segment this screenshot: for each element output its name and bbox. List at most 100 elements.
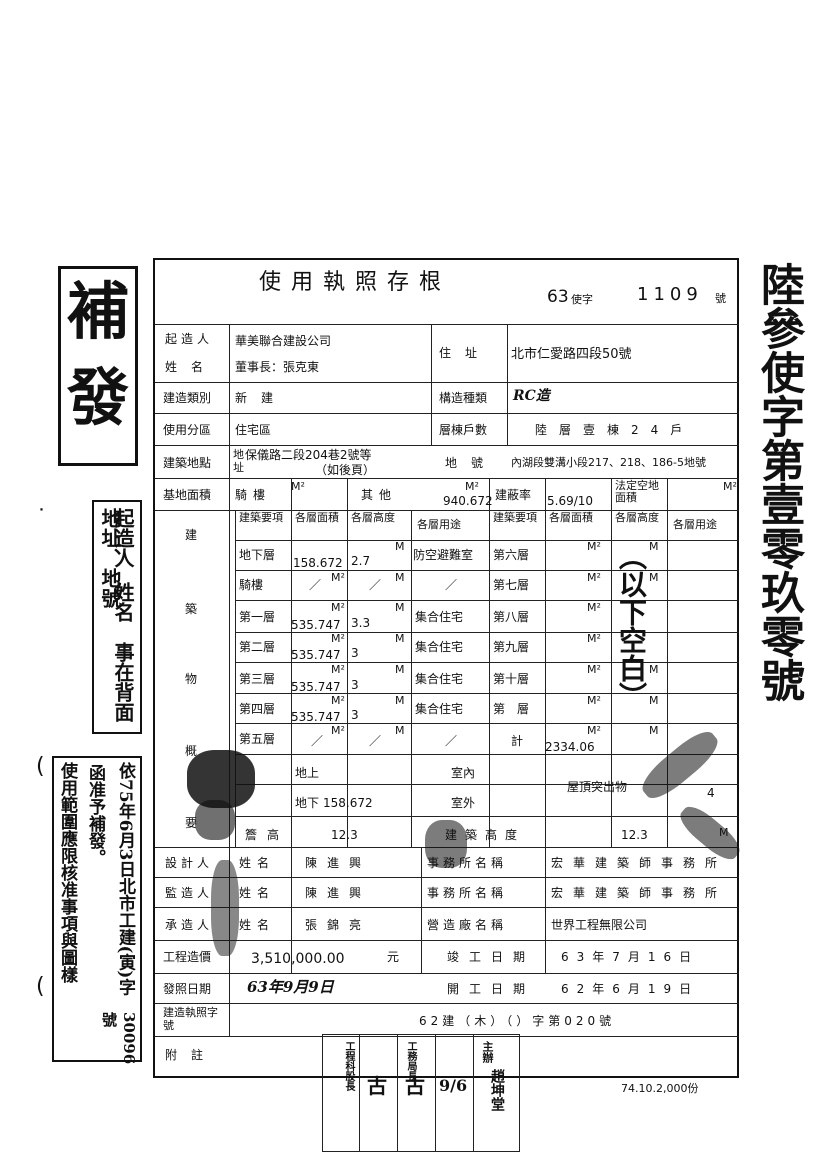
header-use-2: 各層用途 [673,518,717,531]
row-6-name: 第五層 [239,732,276,746]
designer-role: 設計人 [165,856,214,870]
handwritten-blank-note: （以下空白） [615,542,648,710]
permit-number: 1109 [637,284,703,305]
side-note-2-col2: 函准予補發。 [85,764,105,866]
unit-m-4: M [395,663,405,676]
row-5-name2: 第 層 [493,702,530,716]
seal-sign-g: 趙坤堂 [489,1069,505,1111]
unit-m2-4b: M² [587,663,601,676]
header-height-2: 各層高度 [615,511,659,524]
supervisor-firm: 宏華建築師事務所 [551,886,728,900]
seal-label-b: 工務局長 [405,1041,416,1081]
builder-label: 起造人 [165,332,214,346]
permit-prefix: 63 [547,287,569,307]
side-note-1-col2: 地址、地號 [98,508,122,608]
header-item-2: 建築要項 [493,511,537,524]
other-unit: M² [465,480,479,493]
site-address-note: （如後頁） [315,463,376,477]
row-2-area: 535.747 [291,618,341,632]
row-3-use: 集合住宅 [415,640,464,654]
row-5-area: 535.747 [291,710,341,724]
arcade-label: 騎樓 [235,488,272,502]
lot-label: 地號 [445,456,498,470]
eaves-value: 12.3 [331,828,358,842]
right-margin-note: 陸參使字第壹零玖零號 [753,262,804,702]
roof-value: 4 [707,786,715,800]
site-label: 建築地點 [163,456,212,470]
cost-label: 工程造價 [163,950,212,964]
builder-label-2: 姓名 [165,360,218,374]
side-note-1-col1c: 事在背面 [111,642,135,722]
side-note-box-2: 依75年6月3日北市工建(寅)字 30096號 函准予補發。 使用範圍應限核准事… [52,756,142,1064]
unit-m2-2b: M² [587,601,601,614]
row-5-use: 集合住宅 [415,702,464,716]
contractor-firm-label: 營造廠名稱 [427,918,508,932]
row-2-name2: 第八層 [493,610,530,624]
unit-m2-3b: M² [587,632,601,645]
supervisor-role: 監造人 [165,886,214,900]
row-1-name: 騎樓 [239,578,264,592]
completion-date: 63年7月16日 [561,950,700,964]
roof-label: 屋頂突出物 [567,780,628,794]
row-3-height: 3 [351,646,359,660]
stamp-char-1: 補 [66,275,129,348]
supervisor-name: 陳進興 [305,886,372,900]
category-value: 新建 [235,391,288,405]
builder-company: 華美聯合建設公司 [235,334,332,348]
side-note-1-col1b: 姓名 [111,582,135,622]
unit-m-0: M [395,540,405,553]
unit-m2-1b: M² [587,571,601,584]
building-side-1: 建 [185,528,198,542]
start-date: 62年6月19日 [561,982,700,996]
arcade-unit: M² [291,480,305,493]
cost-unit: 元 [387,950,400,964]
scan-mark: ( [36,974,45,999]
issue-date: 63年9月9日 [247,978,334,996]
unit-m2-5b: M² [587,694,601,707]
unit-m2-6b: M² [587,724,601,737]
total-area: 2334.06 [545,740,595,754]
seal-label-a: 工程科股長 [343,1041,354,1091]
unit-m-2: M [395,601,405,614]
designer-firm: 宏華建築師事務所 [551,856,728,870]
under-value: 158.672 [323,796,373,810]
unit-m-6b: M [649,724,659,737]
row-3-area: 535.747 [291,648,341,662]
building-side-5: 要 [185,816,198,830]
row-5-height: 3 [351,708,359,722]
seal-sign-e: 古 [405,1074,425,1098]
builder-address: 北市仁愛路四段50號 [511,347,632,362]
structure-value: RC造 [513,388,550,404]
print-footer: 74.10.2,000份 [621,1082,699,1095]
legal-space-unit: M² [723,480,737,493]
header-height: 各層高度 [351,511,395,524]
ink-stain [187,750,255,808]
side-note-1-col1: 起造人 [111,508,135,568]
row-1-use: ／ [445,578,458,592]
other-area-value: 940.672 [443,494,493,508]
side-note-2-col3: 使用範圍應限核准事項與圖樣 [57,762,77,983]
header-area: 各層面積 [295,511,339,524]
row-6-name2: 計 [511,734,524,748]
other-label: 其他 [361,488,398,502]
unit-m2-2: M² [331,601,345,614]
unit-m-6: M [395,724,405,737]
ink-stain [195,800,235,840]
legal-space-label: 法定空地面積 [615,479,659,504]
row-3-name: 第二層 [239,640,276,654]
contractor-role: 承造人 [165,918,214,932]
row-1-height: ／ [369,578,382,592]
row-6-area: ／ [311,734,324,748]
outer-label: 室外 [451,796,476,810]
contractor-name-label: 姓名 [239,918,276,932]
scan-mark: ( [36,754,45,779]
start-label: 開工日期 [447,982,536,996]
row-0-height: 2.7 [351,554,371,568]
ink-stain [211,860,239,956]
row-2-name: 第一層 [239,610,276,624]
supervisor-name-label: 姓名 [239,886,276,900]
unit-m2-3: M² [331,632,345,645]
permit-kind: 使字 [571,293,593,306]
unit-m-3: M [395,632,405,645]
designer-name-label: 姓名 [239,856,276,870]
